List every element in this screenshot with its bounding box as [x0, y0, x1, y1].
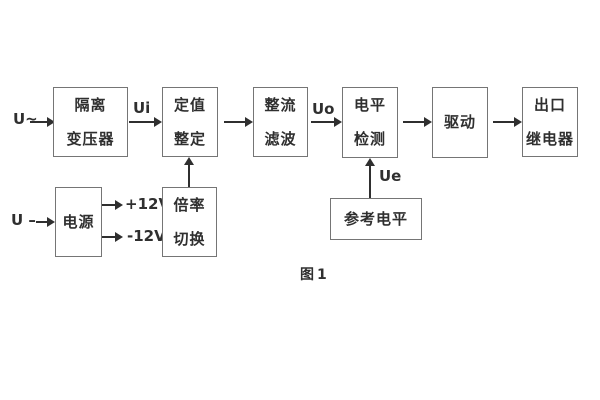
figure-caption: 图1	[300, 267, 330, 283]
arrow-setting-to-rectifier-icon	[224, 117, 253, 127]
block-label: 变压器	[66, 129, 115, 148]
label-signal-ui: Ui	[133, 99, 151, 117]
block-level-detect: 电平 检测	[342, 87, 398, 158]
block-ratio-switch: 倍率 切换	[162, 187, 217, 257]
label-pos-rail: +12V	[125, 195, 171, 213]
label-signal-uo: Uo	[312, 100, 335, 118]
block-label: 隔离	[74, 95, 107, 114]
block-label: 继电器	[525, 129, 574, 148]
block-label: 切换	[173, 229, 206, 248]
label-ac-input: U~	[13, 110, 38, 128]
block-label: 电平	[353, 96, 386, 114]
block-setting-adjust: 定值 整定	[162, 87, 218, 157]
block-label: 参考电平	[343, 209, 408, 228]
arrow-pos-rail-icon	[102, 200, 123, 210]
block-rectifier-filter: 整流 滤波	[253, 87, 308, 157]
label-neg-rail: -12V	[127, 227, 166, 245]
arrow-ac-input-icon	[30, 117, 55, 127]
arrow-ratio-to-setting-icon	[184, 157, 194, 187]
arrow-uo-icon	[311, 117, 342, 127]
arrow-level-to-drive-icon	[403, 117, 432, 127]
block-label: 电源	[62, 212, 95, 231]
label-signal-ue: Ue	[379, 167, 402, 185]
arrow-ui-icon	[129, 117, 162, 127]
block-reference-level: 参考电平	[330, 198, 422, 240]
block-label: 整流	[264, 95, 297, 114]
block-label: 倍率	[173, 195, 206, 214]
block-isolation-transformer: 隔离 变压器	[53, 87, 128, 157]
arrow-dc-input-icon	[36, 217, 55, 227]
block-label: 驱动	[443, 113, 476, 131]
arrow-reference-to-level-icon	[365, 158, 375, 198]
block-label: 检测	[353, 130, 386, 148]
arrow-drive-to-output-icon	[493, 117, 522, 127]
block-label: 整定	[173, 129, 206, 148]
block-output-relay: 出口 继电器	[522, 87, 578, 157]
block-drive: 驱动	[432, 87, 488, 158]
block-label: 定值	[173, 95, 206, 114]
block-label: 出口	[533, 95, 566, 114]
label-dc-input: U –	[11, 211, 36, 229]
block-power-supply: 电源	[55, 187, 102, 257]
block-label: 滤波	[264, 129, 297, 148]
arrow-neg-rail-icon	[102, 232, 123, 242]
